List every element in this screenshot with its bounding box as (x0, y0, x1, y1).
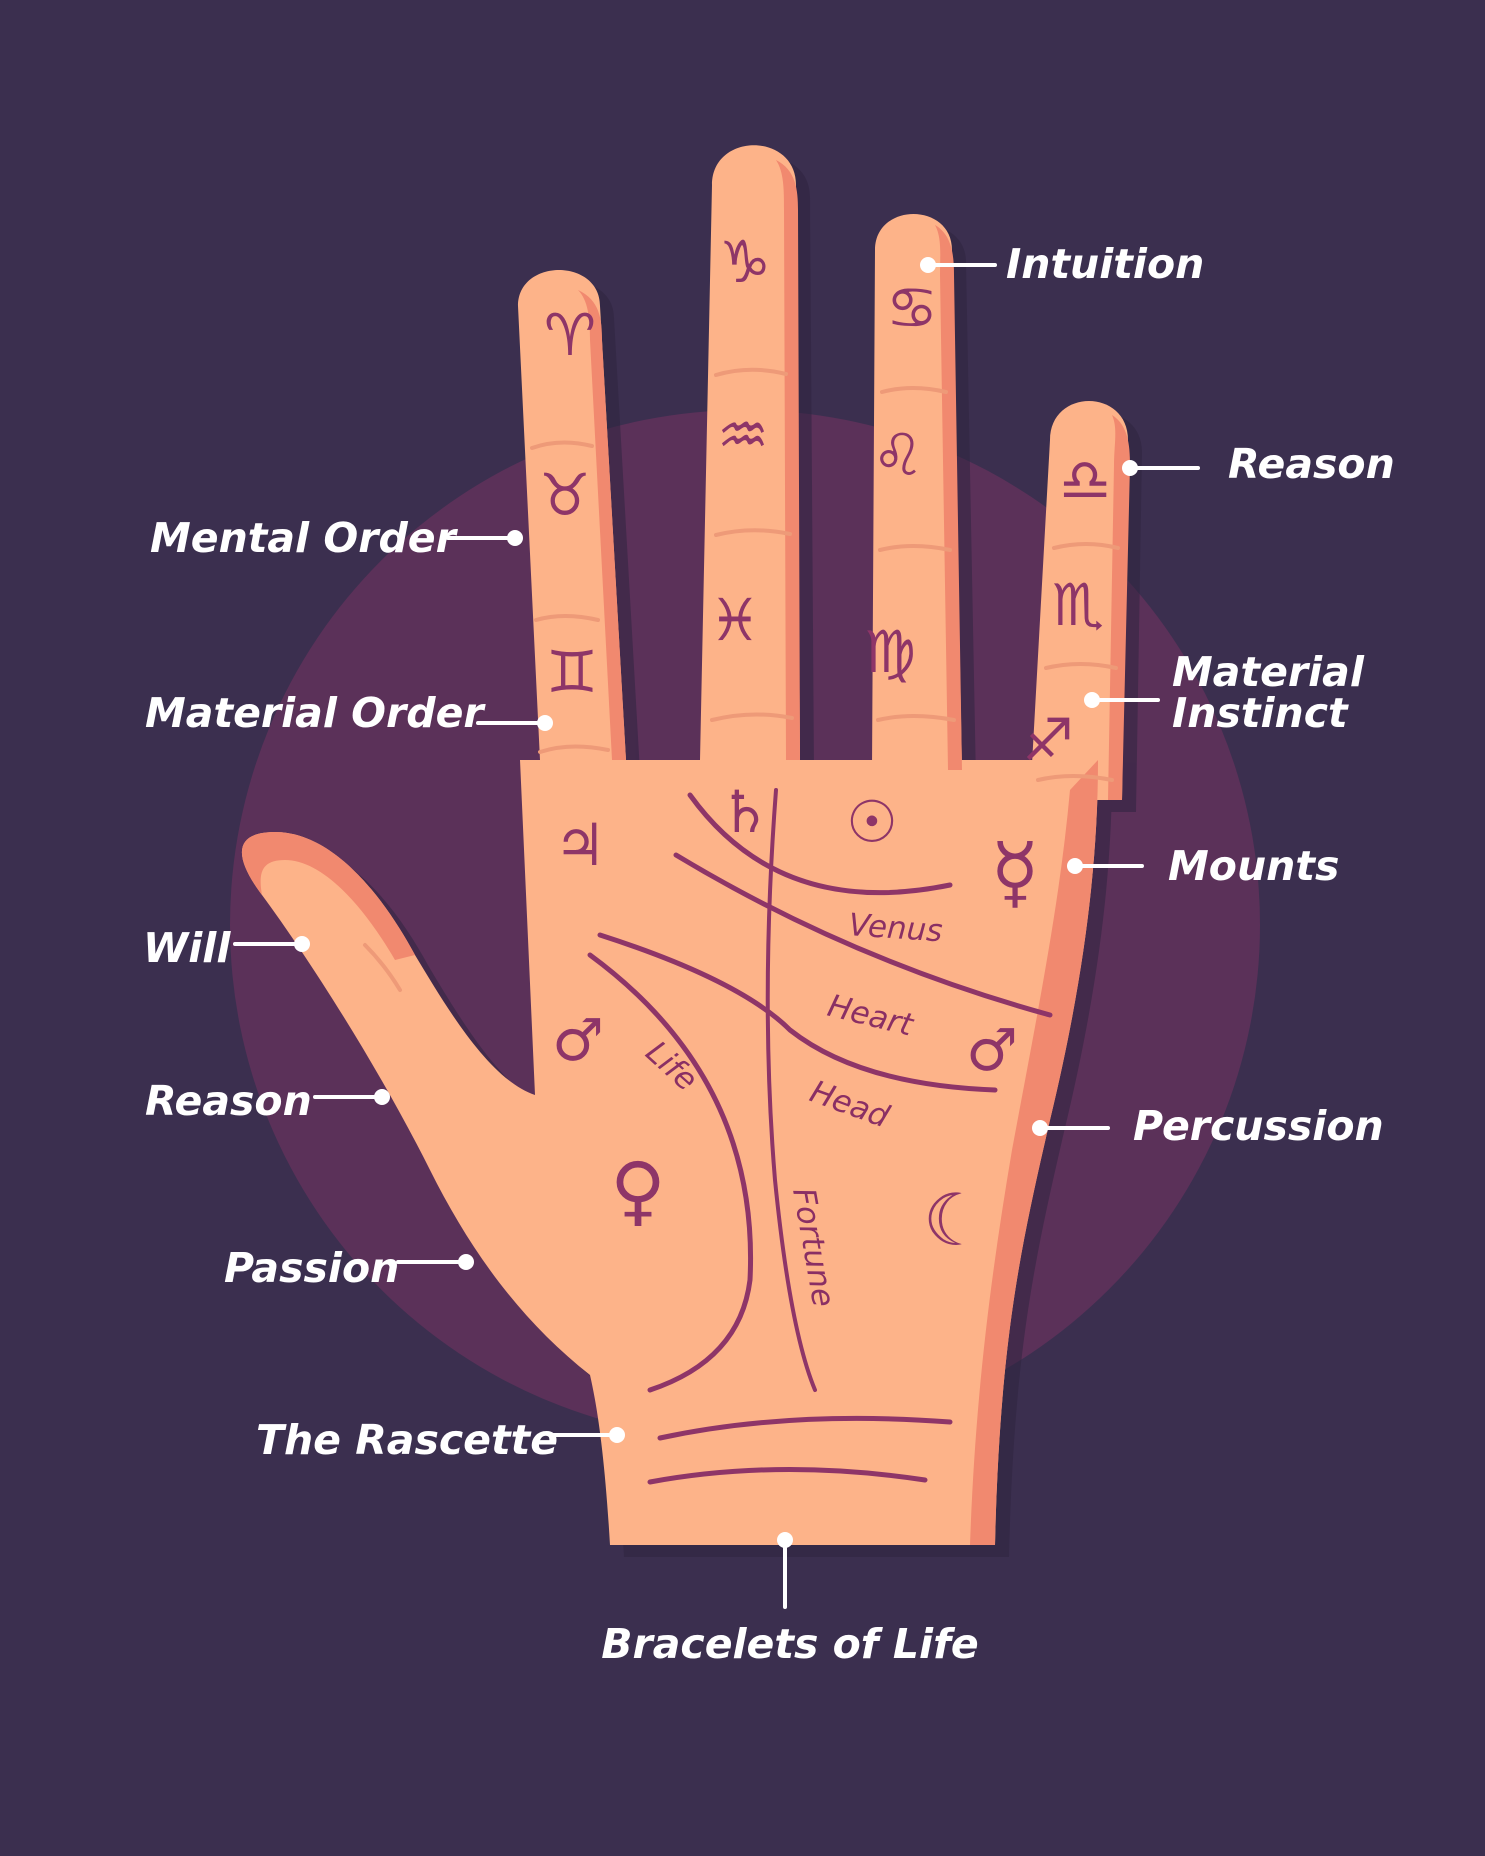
leo-icon: ♌ (872, 421, 924, 489)
pisces-icon: ♓ (709, 586, 761, 654)
ring-finger (872, 214, 962, 770)
cancer-icon: ♋ (886, 274, 938, 342)
fortune-line (765, 788, 817, 1392)
callout-intuition: Intuition (1006, 240, 1204, 288)
callout-the-rascette: The Rascette (256, 1416, 558, 1464)
libra-icon: ♎ (1059, 446, 1111, 514)
virgo-icon: ♍ (864, 618, 916, 686)
palm-lines (587, 788, 1053, 1485)
hand: ♈ ♉ ♊ ♑ ♒ ♓ ♋ ♌ ♍ ♎ ♏ ♐ ♃ ♄ ☉ ☿ ♂ ♂ ♀ ☾ … (241, 145, 1142, 1557)
hand-symbols: ♈ ♉ ♊ ♑ ♒ ♓ ♋ ♌ ♍ ♎ ♏ ♐ ♃ ♄ ☉ ☿ ♂ ♂ ♀ ☾ (539, 228, 1111, 1262)
callout-passion: Passion (224, 1244, 399, 1292)
callout-labels: Intuition Reason Mental Order Material O… (143, 240, 1395, 1668)
gemini-icon: ♊ (546, 638, 598, 706)
callout-material-instinct-line2: Instinct (1172, 689, 1349, 737)
jupiter-icon: ♃ (554, 811, 606, 879)
finger-creases (363, 367, 1120, 992)
callout-material-instinct-line1: Material (1172, 648, 1365, 696)
bracelet-line (647, 1466, 928, 1485)
middle-finger (700, 145, 800, 760)
callout-reason-left: Reason (145, 1077, 312, 1125)
rascette-line (657, 1415, 953, 1441)
hand-shading (241, 160, 1130, 1545)
callout-percussion: Percussion (1133, 1102, 1384, 1150)
mercury-icon: ☿ (990, 826, 1039, 919)
capricorn-icon: ♑ (719, 228, 771, 296)
callout-reason-right: Reason (1228, 440, 1395, 488)
scorpio-icon: ♏ (1052, 571, 1104, 639)
sagittarius-icon: ♐ (1022, 706, 1074, 774)
moon-icon: ☾ (923, 1178, 988, 1262)
callout-will: Will (143, 924, 231, 972)
life-line (587, 952, 754, 1393)
aries-icon: ♈ (544, 301, 596, 369)
taurus-icon: ♉ (539, 461, 591, 529)
head-line (597, 932, 998, 1093)
callout-mental-order: Mental Order (150, 514, 459, 562)
mars-icon-right: ♂ (966, 1016, 1018, 1084)
saturn-icon: ♄ (719, 778, 771, 846)
venus-line-label: Venus (847, 907, 943, 949)
venus-icon: ♀ (610, 1146, 666, 1235)
callout-bracelets-of-life: Bracelets of Life (601, 1620, 979, 1668)
mars-icon-left: ♂ (552, 1006, 604, 1074)
callout-leaders (233, 257, 1200, 1609)
aquarius-icon: ♒ (717, 401, 769, 469)
sun-icon: ☉ (846, 788, 898, 856)
heart-line (673, 852, 1053, 1018)
venus-line (687, 792, 953, 896)
callout-mounts: Mounts (1168, 842, 1339, 890)
callout-material-order: Material Order (145, 689, 486, 737)
